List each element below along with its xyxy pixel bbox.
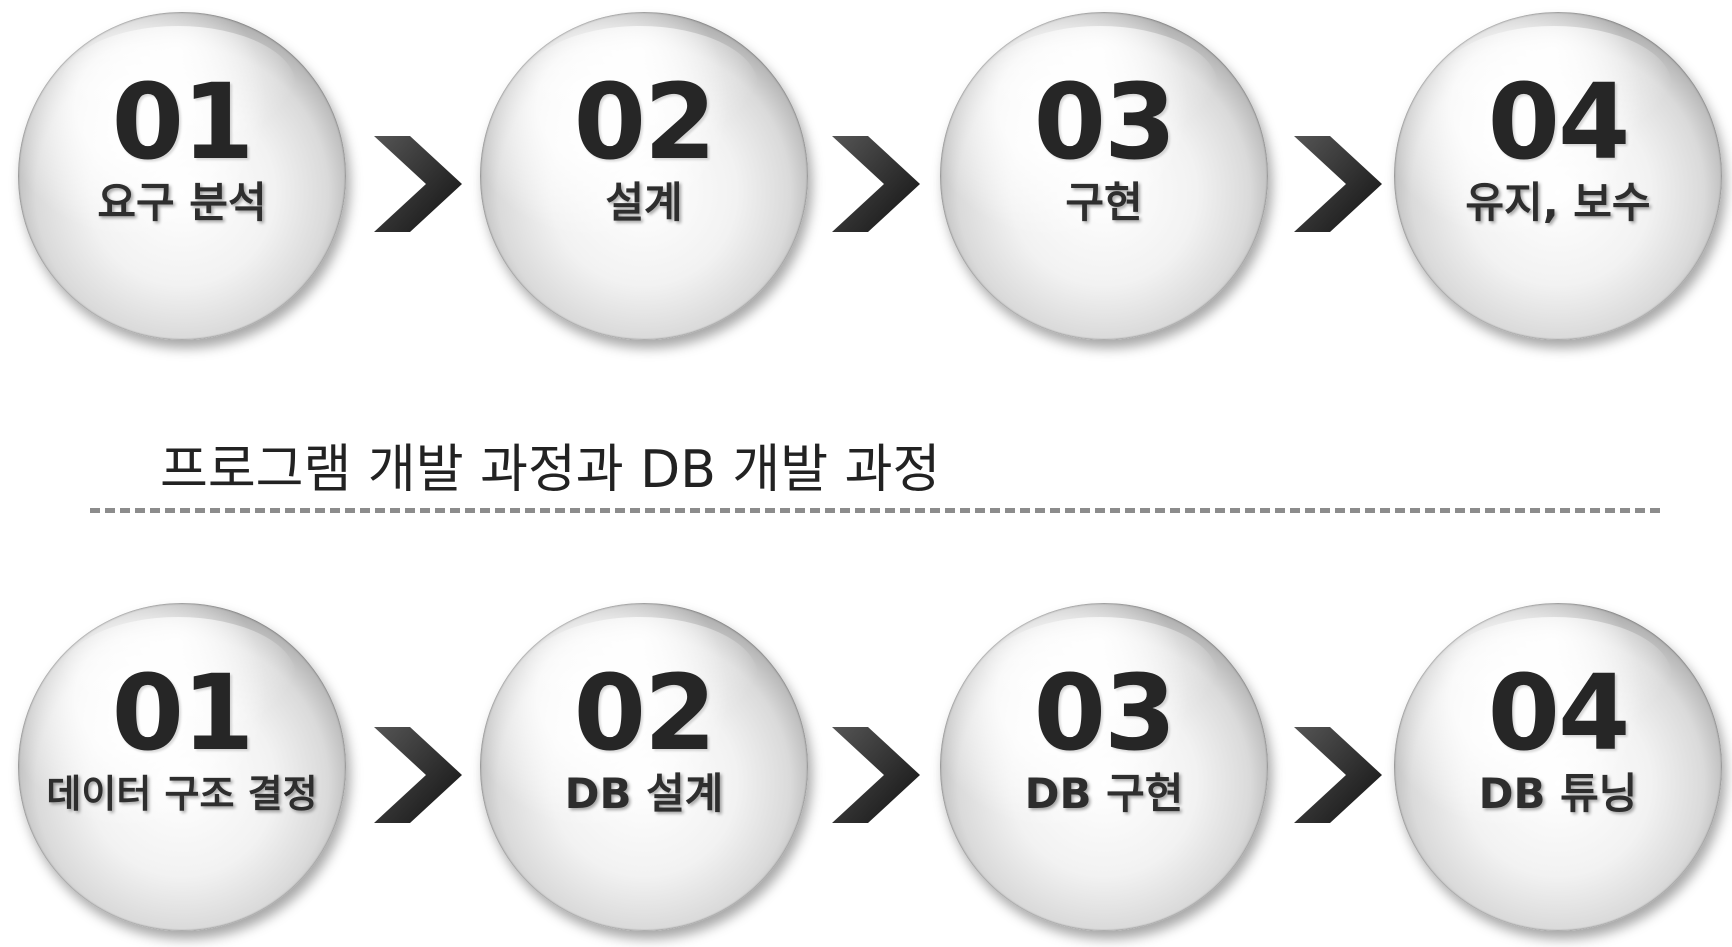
dashed-divider	[90, 508, 1660, 513]
step-label: DB 튜닝	[1478, 769, 1638, 818]
program-step-4: 04 유지, 보수	[1394, 12, 1722, 340]
chevron-right-icon	[374, 136, 462, 232]
db-step-3: 03 DB 구현	[940, 603, 1268, 931]
step-number: 01	[111, 61, 255, 183]
step-label: DB 구현	[1024, 769, 1184, 818]
chevron-right-icon	[832, 727, 920, 823]
step-number: 04	[1487, 61, 1631, 183]
step-label: 설계	[605, 178, 683, 227]
chevron-right-icon	[374, 727, 462, 823]
program-step-1: 01 요구 분석	[18, 12, 346, 340]
step-number: 02	[573, 652, 717, 774]
step-number: 04	[1487, 652, 1631, 774]
diagram-caption: 프로그램 개발 과정과 DB 개발 과정	[160, 440, 941, 500]
step-number: 03	[1033, 61, 1177, 183]
step-label: 구현	[1065, 178, 1143, 227]
chevron-right-icon	[1294, 136, 1382, 232]
step-number: 01	[111, 652, 255, 774]
program-step-3: 03 구현	[940, 12, 1268, 340]
step-label: 데이터 구조 결정	[46, 772, 318, 816]
db-step-1: 01 데이터 구조 결정	[18, 603, 346, 931]
db-process-row: 01 데이터 구조 결정 02 DB 설계 03 DB 구현 04 DB 튜닝	[0, 603, 1732, 943]
chevron-right-icon	[1294, 727, 1382, 823]
step-number: 02	[573, 61, 717, 183]
program-process-row: 01 요구 분석 02 설계 03 구현 04 유지, 보수	[0, 12, 1732, 352]
db-step-2: 02 DB 설계	[480, 603, 808, 931]
step-label: DB 설계	[564, 769, 724, 818]
step-number: 03	[1033, 652, 1177, 774]
step-label: 요구 분석	[97, 178, 267, 227]
db-step-4: 04 DB 튜닝	[1394, 603, 1722, 931]
step-label: 유지, 보수	[1465, 178, 1651, 227]
program-step-2: 02 설계	[480, 12, 808, 340]
chevron-right-icon	[832, 136, 920, 232]
